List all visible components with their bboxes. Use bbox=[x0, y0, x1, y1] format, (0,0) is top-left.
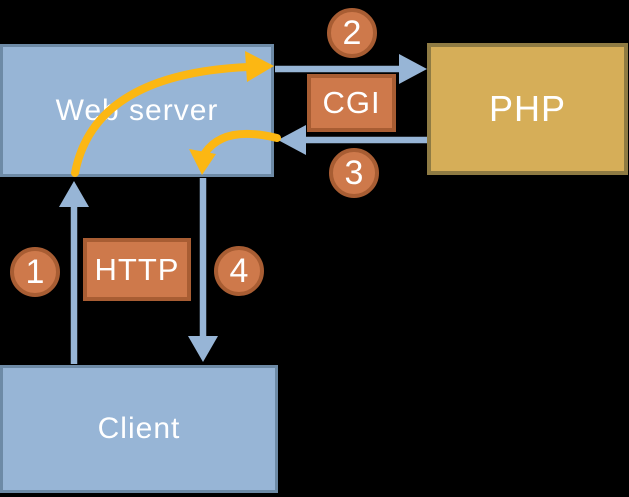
web-server-box: Web server bbox=[0, 44, 274, 177]
step-4-badge: 4 bbox=[214, 246, 264, 296]
arrow-down-head bbox=[188, 336, 218, 362]
step-2-number: 2 bbox=[342, 13, 362, 52]
http-tag: HTTP bbox=[83, 238, 191, 301]
client-label: Client bbox=[97, 412, 181, 445]
step-4-number: 4 bbox=[229, 251, 249, 290]
cgi-tag: CGI bbox=[307, 74, 396, 132]
arrow-up-head bbox=[59, 181, 89, 207]
http-label: HTTP bbox=[94, 251, 180, 287]
arrow-right-head bbox=[399, 54, 427, 84]
web-server-label: Web server bbox=[55, 93, 219, 127]
step-3-number: 3 bbox=[344, 153, 364, 192]
step-3-badge: 3 bbox=[329, 148, 379, 198]
php-label: PHP bbox=[488, 88, 567, 129]
client-box: Client bbox=[0, 365, 278, 493]
cgi-label: CGI bbox=[322, 85, 381, 120]
step-1-number: 1 bbox=[25, 252, 45, 291]
php-box: PHP bbox=[427, 43, 628, 175]
step-2-badge: 2 bbox=[327, 8, 377, 58]
step-1-badge: 1 bbox=[10, 247, 60, 297]
arrow-left-head bbox=[278, 125, 306, 155]
